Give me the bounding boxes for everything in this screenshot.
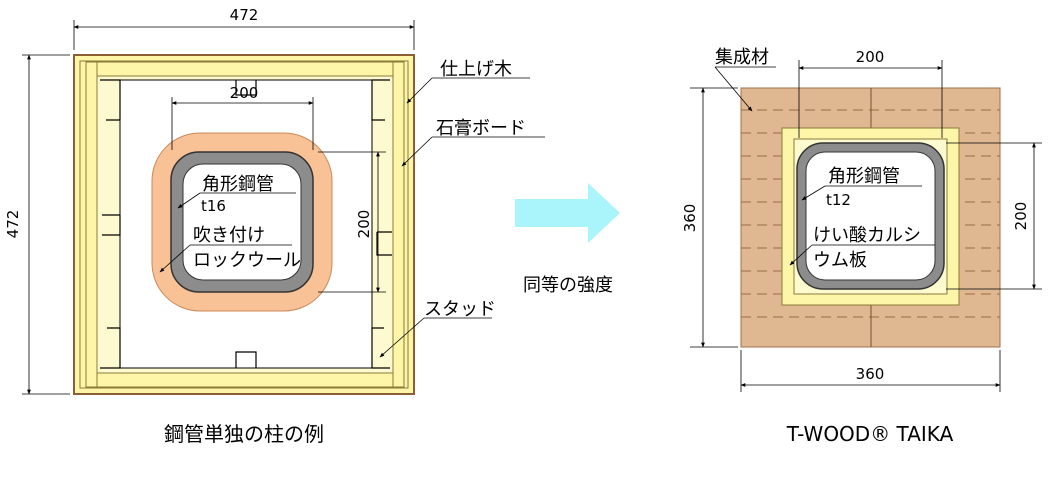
label-calcium-2: ウム板 — [813, 250, 867, 271]
label-thickness-left: t16 — [201, 197, 226, 215]
label-steel-tube-left: 角形鋼管 — [202, 174, 274, 195]
right-caption: T-WOOD® TAIKA — [786, 422, 954, 446]
label-thickness-right: t12 — [826, 191, 851, 209]
stud-left — [85, 61, 98, 388]
steel-tube-right-hollow — [805, 151, 936, 281]
arrow-icon — [515, 183, 620, 243]
label-stud: スタッド — [424, 299, 496, 320]
comparison-arrow: 同等の強度 — [515, 183, 620, 296]
left-dim-height: 472 — [4, 210, 22, 239]
left-column-section: 472 472 200 200 仕上げ木 石膏ボード スタッド 角形鋼管 t16… — [4, 6, 545, 446]
left-caption: 鋼管単独の柱の例 — [164, 422, 324, 446]
stud-top — [96, 61, 394, 77]
stud-bottom — [96, 372, 394, 388]
label-rockwool-2: ロックウール — [193, 250, 301, 271]
label-calcium-1: けい酸カルシ — [813, 225, 921, 246]
label-rockwool-1: 吹き付け — [193, 225, 265, 246]
left-dim-inner-height: 200 — [355, 210, 373, 239]
stud-right — [392, 61, 405, 388]
left-dim-inner-width: 200 — [230, 84, 259, 102]
left-dim-width: 472 — [230, 6, 259, 24]
label-glulam: 集成材 — [715, 47, 769, 68]
right-dim-left: 360 — [681, 204, 699, 233]
label-gypsum-board: 石膏ボード — [436, 117, 526, 139]
label-finish-wood: 仕上げ木 — [440, 59, 512, 80]
label-equal-strength: 同等の強度 — [523, 275, 613, 296]
right-dim-top: 200 — [856, 48, 885, 66]
right-dim-bottom: 360 — [856, 365, 885, 383]
right-dim-right: 200 — [1012, 202, 1030, 231]
label-steel-tube-right: 角形鋼管 — [828, 166, 900, 187]
right-column-section: 200 360 360 200 集成材 角形鋼管 t12 けい酸カルシ ウム板 … — [681, 47, 1042, 446]
